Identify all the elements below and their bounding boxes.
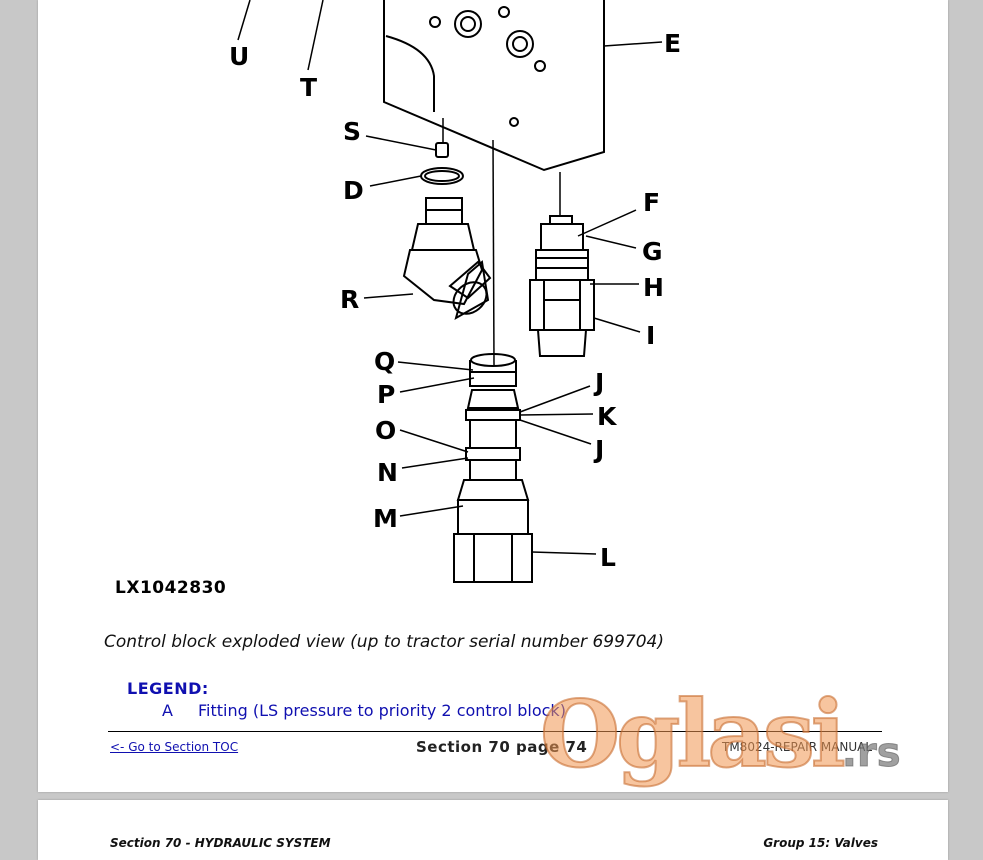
plug-s: [435, 142, 449, 158]
callout-i: I: [646, 321, 655, 350]
legend-text: Fitting (LS pressure to priority 2 contr…: [198, 701, 566, 720]
callout-d: D: [343, 176, 364, 205]
callout-u: U: [229, 42, 249, 71]
callout-o: O: [375, 416, 396, 445]
callout-j-upper: J: [593, 368, 604, 397]
manual-title: TM8024-REPAIR MANUAL: [722, 740, 873, 754]
callout-n: N: [377, 458, 398, 487]
watermark-logo: Oglasi.rs: [539, 687, 901, 781]
control-block: [383, 0, 605, 172]
next-page-section-header: Section 70 - HYDRAULIC SYSTEM: [110, 836, 331, 850]
footer-divider: [108, 731, 882, 732]
manual-page: U T S D R Q P O N M E F G H I J K J L LX…: [38, 0, 948, 792]
next-page-group-header: Group 15: Valves: [763, 836, 878, 850]
callout-g: G: [642, 237, 663, 266]
legend-key: A: [162, 701, 173, 720]
exploded-view-drawing: U T S D R Q P O N M E F G H I J K J L: [229, 0, 681, 583]
legend-item: A Fitting (LS pressure to priority 2 cont…: [162, 701, 566, 720]
callout-j-lower: J: [593, 435, 604, 464]
callout-m: M: [373, 504, 398, 533]
page-number: Section 70 page 74: [416, 738, 588, 756]
callout-t: T: [300, 73, 317, 102]
elbow-fitting-r: [402, 197, 492, 321]
figure-id: LX1042830: [115, 578, 227, 598]
figure-caption: Control block exploded view (up to tract…: [104, 632, 664, 652]
cartridge-valve-fi: [529, 215, 595, 357]
callout-l: L: [600, 543, 616, 572]
section-toc-link[interactable]: <- Go to Section TOC: [110, 740, 239, 754]
callout-h: H: [643, 273, 664, 302]
callout-f: F: [643, 188, 660, 217]
callout-p: P: [377, 380, 395, 409]
callout-q: Q: [374, 347, 395, 376]
watermark-brand: Oglasi: [539, 680, 847, 788]
callout-e: E: [664, 29, 681, 58]
callout-k: K: [597, 402, 618, 431]
legend-title: LEGEND:: [127, 679, 209, 698]
watermark-tld: .rs: [841, 730, 901, 776]
callout-r: R: [340, 285, 359, 314]
callout-s: S: [343, 117, 361, 146]
next-manual-page: Section 70 - HYDRAULIC SYSTEM Group 15: …: [38, 800, 948, 860]
cartridge-valve-ql: [453, 353, 533, 583]
